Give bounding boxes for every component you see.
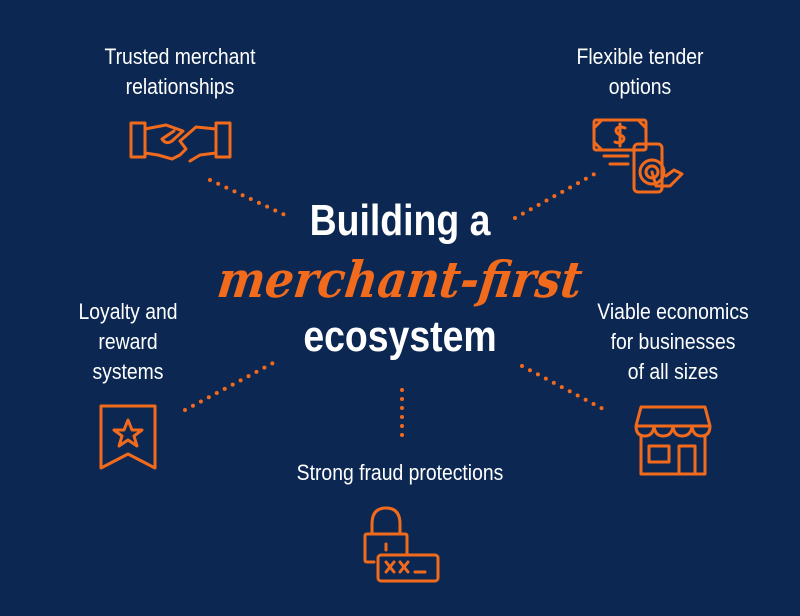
label-line: of all sizes [627,359,719,384]
handshake-icon [129,121,232,163]
label-line: systems [92,359,164,384]
label-line: relationships [125,74,235,99]
lock-password-icon [363,506,440,583]
connector-viable [520,364,607,412]
title-line-3: ecosystem [303,312,497,361]
label-loyalty: Loyalty and reward systems [40,297,216,387]
title-line-1: Building a [309,196,491,245]
connector-flexible [513,170,600,220]
label-fraud-protections: Strong fraud protections [268,458,532,488]
label-line: options [608,74,672,99]
storefront-icon [634,405,712,476]
label-line: Viable economics [597,299,749,324]
label-line: Flexible tender [576,44,704,69]
connector-loyalty [183,360,277,412]
cash-and-tap-phone-icon [592,118,684,194]
label-line: reward [98,329,158,354]
label-line: Strong fraud protections [296,460,504,485]
label-viable-economics: Viable economics for businesses of all s… [585,297,761,387]
star-ribbon-icon [99,404,157,470]
label-flexible-tender: Flexible tender options [552,42,728,102]
label-line: Loyalty and [78,299,178,324]
label-line: for businesses [610,329,736,354]
label-trusted-merchant: Trusted merchant relationships [92,42,268,102]
label-line: Trusted merchant [104,44,256,69]
